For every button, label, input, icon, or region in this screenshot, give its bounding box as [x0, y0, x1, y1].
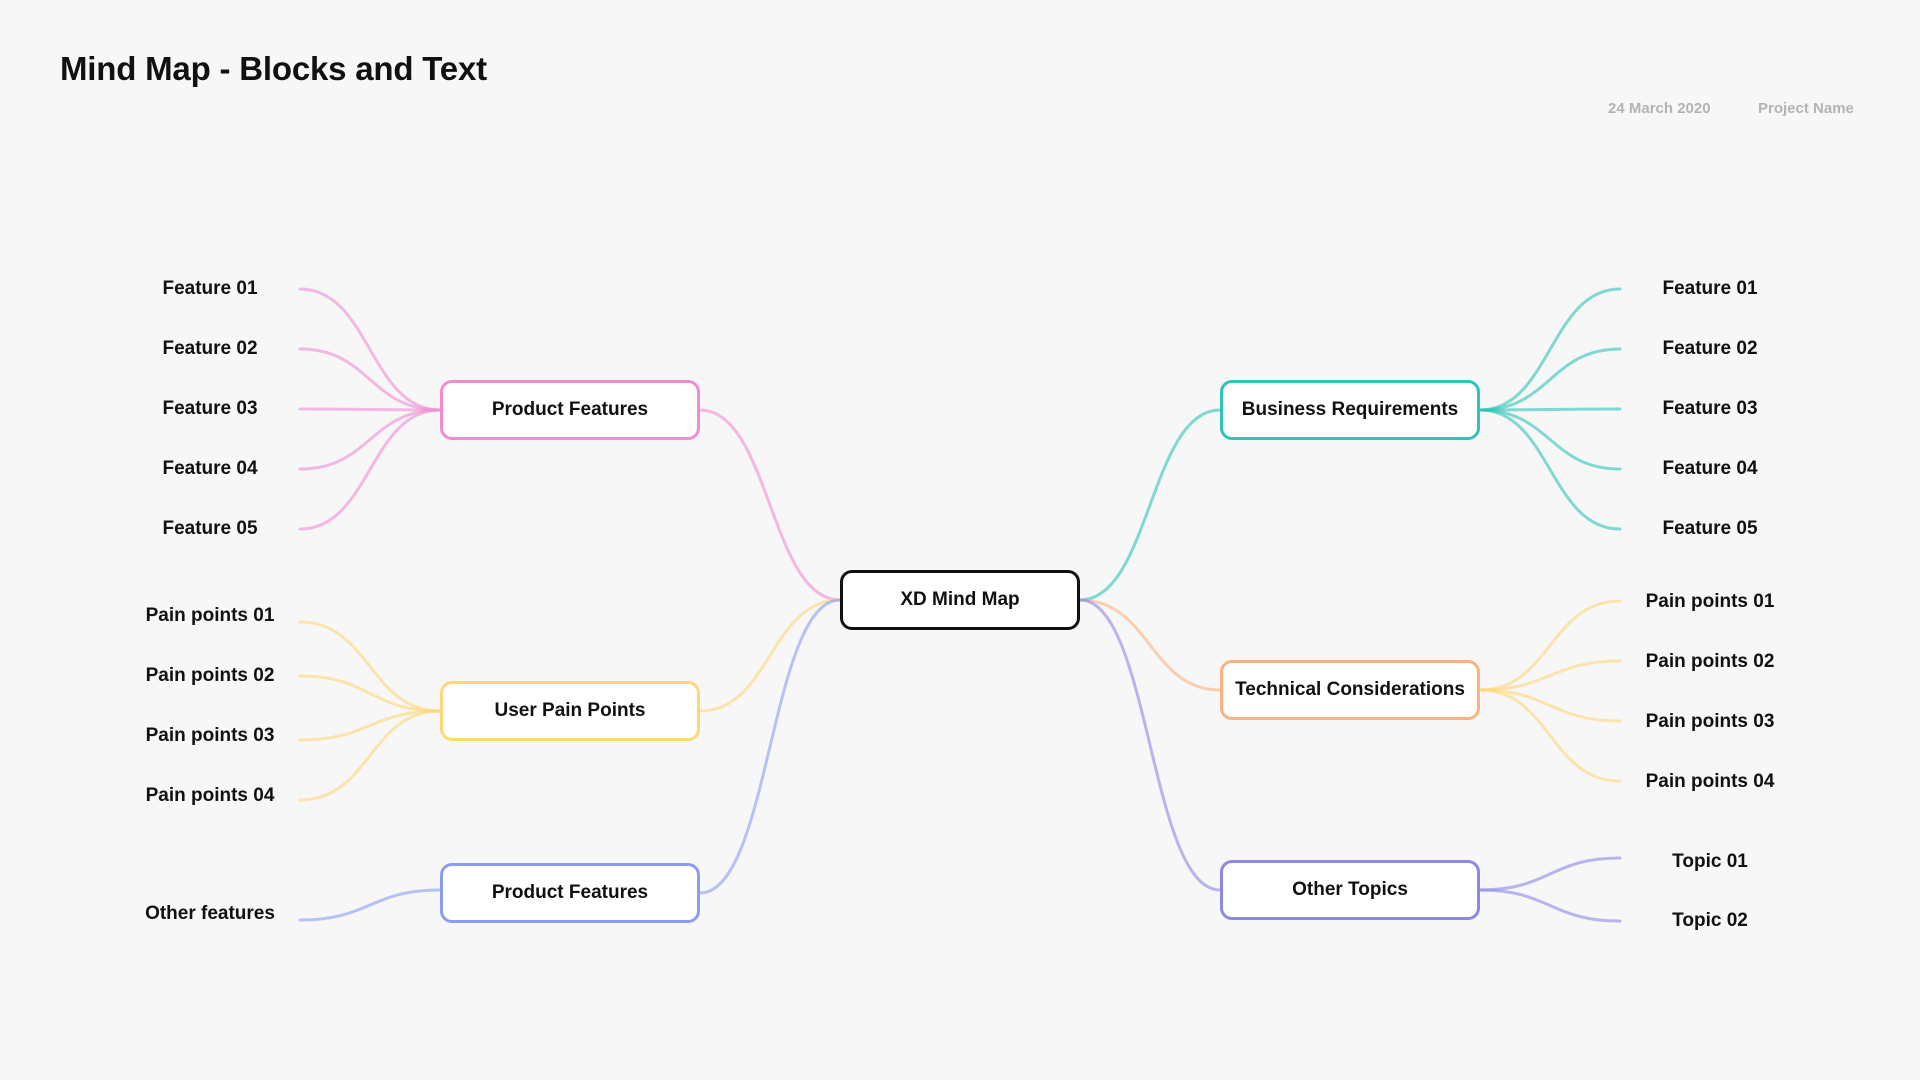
branch-label: Technical Considerations: [1235, 679, 1465, 700]
leaf-pain-point[interactable]: Pain points 03: [145, 725, 275, 746]
connector-line: [1478, 287, 1622, 412]
leaf-product-feature[interactable]: Feature 01: [162, 278, 258, 299]
connector-line: [1478, 856, 1622, 892]
connector-line: [298, 709, 442, 802]
leaf-technical-pain-point[interactable]: Pain points 03: [1645, 711, 1775, 732]
connector-line: [298, 408, 442, 471]
connector-line: [698, 408, 842, 602]
connector-line: [298, 408, 442, 531]
leaf-business-feature[interactable]: Feature 04: [1662, 458, 1758, 479]
branch-node-business-requirements[interactable]: Business Requirements: [1220, 380, 1480, 440]
connector-line: [298, 674, 442, 713]
leaf-product-feature[interactable]: Feature 03: [162, 398, 258, 419]
connector-line: [1478, 888, 1622, 923]
leaf-technical-pain-point[interactable]: Pain points 01: [1645, 591, 1775, 612]
branch-label: Product Features: [491, 399, 649, 420]
connector-line: [1478, 408, 1622, 471]
connector-line: [298, 620, 442, 713]
central-node-label: XD Mind Map: [900, 589, 1020, 610]
connector-line: [298, 407, 442, 412]
connector-line: [698, 598, 842, 713]
connector-line: [1478, 688, 1622, 723]
branch-label: Product Features: [491, 882, 649, 903]
connector-line: [298, 709, 442, 742]
connector-line: [298, 287, 442, 412]
connector-line: [298, 888, 442, 922]
leaf-business-feature[interactable]: Feature 02: [1662, 338, 1758, 359]
leaf-other-features[interactable]: Other features: [145, 903, 275, 924]
leaf-business-feature[interactable]: Feature 03: [1662, 398, 1758, 419]
connector-line: [1078, 408, 1222, 602]
leaf-topic[interactable]: Topic 02: [1672, 910, 1748, 931]
leaf-technical-pain-point[interactable]: Pain points 02: [1645, 651, 1775, 672]
connector-line: [298, 347, 442, 412]
connector-line: [698, 598, 842, 895]
branch-node-other-topics[interactable]: Other Topics: [1220, 860, 1480, 920]
branch-label: Other Topics: [1292, 879, 1408, 900]
connector-line: [1078, 598, 1222, 692]
branch-node-technical-considerations[interactable]: Technical Considerations: [1220, 660, 1480, 720]
leaf-product-feature[interactable]: Feature 05: [162, 518, 258, 539]
leaf-business-feature[interactable]: Feature 01: [1662, 278, 1758, 299]
leaf-pain-point[interactable]: Pain points 02: [145, 665, 275, 686]
branch-node-product-features-2[interactable]: Product Features: [440, 863, 700, 923]
branch-node-product-features[interactable]: Product Features: [440, 380, 700, 440]
central-node[interactable]: XD Mind Map: [840, 570, 1080, 630]
project-name-label: Project Name: [1758, 100, 1854, 117]
connector-line: [1478, 599, 1622, 692]
leaf-business-feature[interactable]: Feature 05: [1662, 518, 1758, 539]
page-title: Mind Map - Blocks and Text: [60, 50, 487, 87]
connector-line: [1478, 408, 1622, 531]
leaf-topic[interactable]: Topic 01: [1672, 851, 1748, 872]
connector-line: [1478, 407, 1622, 412]
leaf-product-feature[interactable]: Feature 02: [162, 338, 258, 359]
connector-line: [1478, 688, 1622, 783]
leaf-pain-point[interactable]: Pain points 04: [145, 785, 275, 806]
date-label: 24 March 2020: [1608, 100, 1711, 117]
leaf-technical-pain-point[interactable]: Pain points 04: [1645, 771, 1775, 792]
leaf-product-feature[interactable]: Feature 04: [162, 458, 258, 479]
connector-line: [1478, 659, 1622, 692]
leaf-pain-point[interactable]: Pain points 01: [145, 605, 275, 626]
branch-label: Business Requirements: [1241, 399, 1459, 420]
connector-line: [1078, 598, 1222, 892]
connector-line: [1478, 347, 1622, 412]
branch-label: User Pain Points: [494, 700, 646, 721]
branch-node-user-pain-points[interactable]: User Pain Points: [440, 681, 700, 741]
